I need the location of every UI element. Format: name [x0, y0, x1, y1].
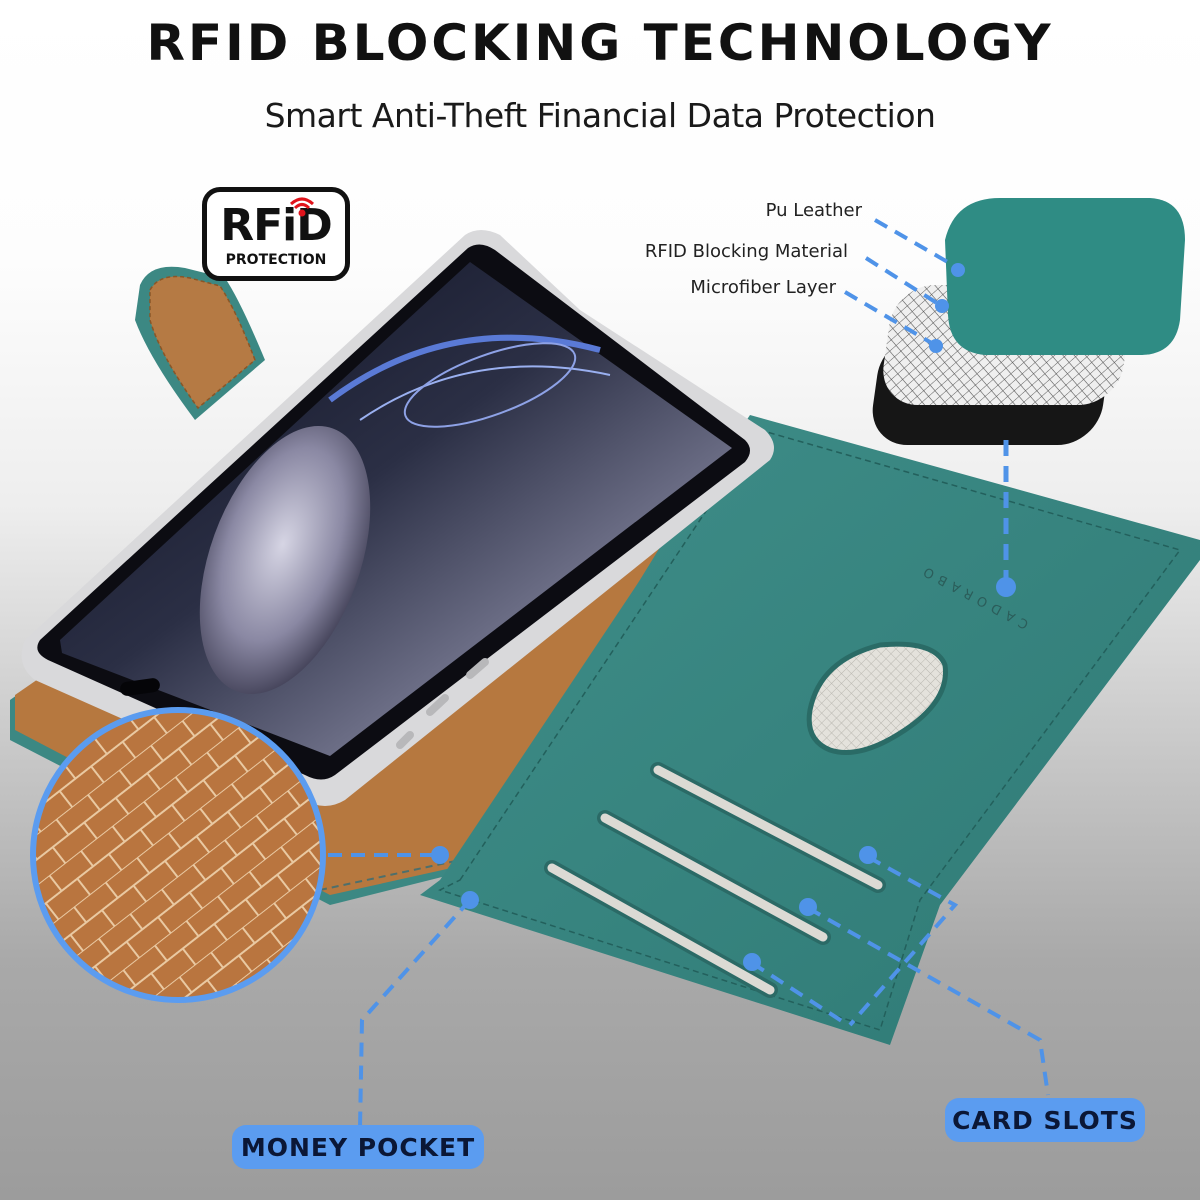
- money-pocket-leader-lines: [328, 853, 472, 1129]
- layer-leader-lines: [843, 218, 960, 347]
- card-slot-group: [544, 762, 886, 998]
- rfid-protection-badge: RFiD PROTECTION: [202, 187, 350, 281]
- layer-label-microfiber: Microfiber Layer: [690, 277, 836, 298]
- subheadline: Smart Anti-Theft Financial Data Protecti…: [264, 96, 936, 135]
- material-layers: [872, 198, 1185, 445]
- headline: RFID BLOCKING TECHNOLOGY: [146, 14, 1054, 72]
- card-slot-leader-lines: [750, 855, 1050, 1096]
- leather-texture-zoom: [30, 707, 326, 1003]
- rfid-window: [806, 641, 948, 755]
- layer-pu-leather: [945, 198, 1185, 355]
- layer-label-pu-leather: Pu Leather: [765, 200, 862, 221]
- badge-sub-text: PROTECTION: [225, 252, 327, 268]
- card-slots-label: CARD SLOTS: [945, 1098, 1145, 1142]
- badge-main-text: RFiD: [220, 200, 333, 251]
- side-buttons: [396, 658, 489, 749]
- money-pocket-label: MONEY POCKET: [232, 1125, 484, 1169]
- wireless-signal-icon: [289, 197, 315, 217]
- layer-label-rfid-blocking: RFID Blocking Material: [644, 241, 848, 262]
- smartphone: [21, 230, 774, 806]
